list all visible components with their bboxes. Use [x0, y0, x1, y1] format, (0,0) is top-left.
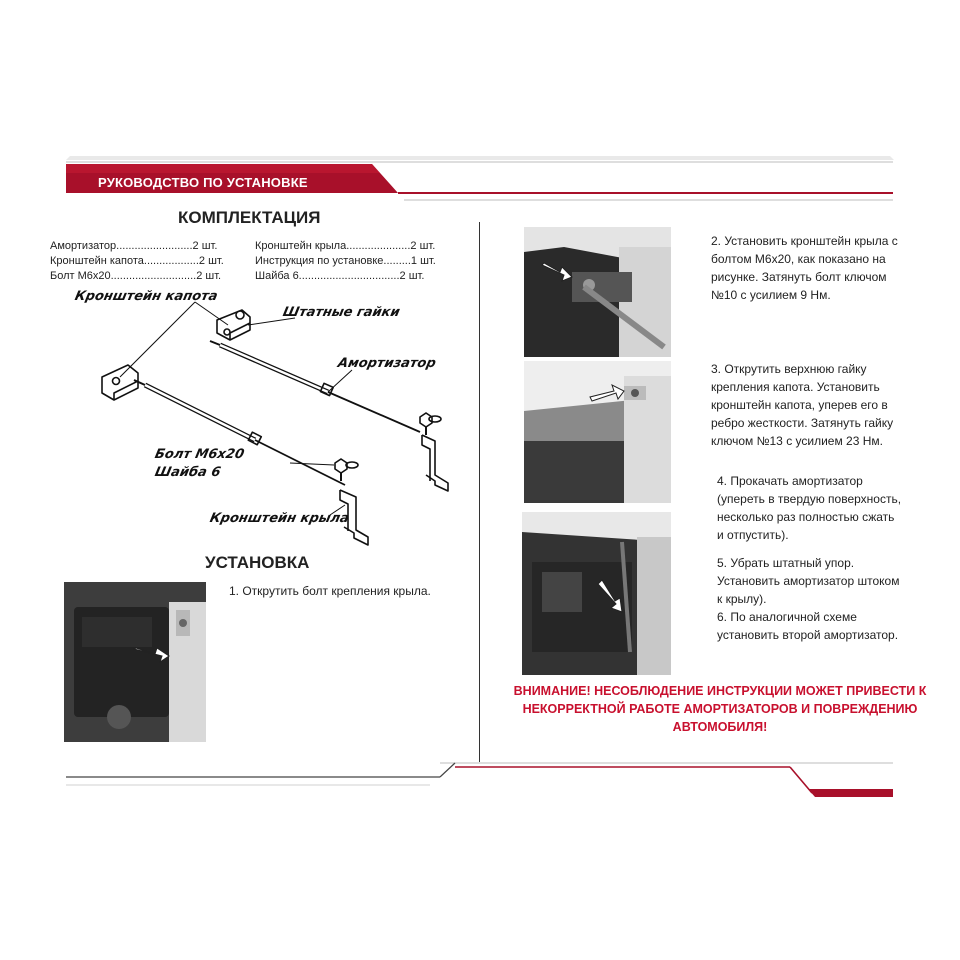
page-title: РУКОВОДСТВО ПО УСТАНОВКЕ: [98, 175, 308, 190]
list-item: Болт М6х20............................2 …: [50, 270, 222, 282]
list-item: Кронштейн капота..................2 шт.: [50, 255, 224, 267]
list-item: Шайба 6.................................…: [255, 270, 425, 282]
step-4-text: 4. Прокачать амортизатор (упереть в твер…: [717, 474, 902, 542]
kit-heading: КОМПЛЕКТАЦИЯ: [178, 208, 321, 227]
photo-step-1: [64, 582, 206, 742]
header-banner: [66, 156, 894, 201]
list-item: Кронштейн крыла.....................2 шт…: [255, 240, 436, 252]
column-divider: [479, 222, 480, 762]
photo-step-5: [522, 512, 671, 675]
label-strut: Амортизатор: [336, 356, 438, 371]
step-1-text: 1. Открутить болт крепления крыла.: [229, 584, 431, 598]
label-stock-nuts: Штатные гайки: [281, 305, 402, 320]
list-item: Инструкция по установке.........1 шт.: [255, 255, 436, 267]
step-5-text: 5. Убрать штатный упор. Установить аморт…: [717, 556, 900, 606]
warning-text: ВНИМАНИЕ! НЕСОБЛЮДЕНИЕ ИНСТРУКЦИИ МОЖЕТ …: [513, 684, 927, 734]
footer-decoration: [66, 762, 893, 797]
step-2-text: 2. Установить кронштейн крыла с болтом М…: [711, 234, 898, 302]
kit-list-right: Кронштейн крыла.....................2 шт…: [255, 240, 436, 282]
label-hood-bracket: Кронштейн капота: [73, 289, 220, 304]
kit-list-left: Амортизатор.........................2 шт…: [50, 240, 224, 282]
step-6-text: 6. По аналогичной схеме установить второ…: [717, 610, 899, 642]
label-bolt: Болт М6х20: [153, 447, 246, 462]
label-wing-bracket: Кронштейн крыла: [208, 511, 351, 526]
photo-step-2: [524, 227, 671, 357]
parts-diagram: [101, 301, 449, 546]
install-heading: УСТАНОВКА: [205, 553, 310, 572]
photo-step-3: [524, 361, 671, 503]
step-3-text: 3. Открутить верхнюю гайку крепления кап…: [711, 362, 894, 448]
label-washer: Шайба 6: [153, 465, 222, 480]
list-item: Амортизатор.........................2 шт…: [50, 240, 218, 252]
